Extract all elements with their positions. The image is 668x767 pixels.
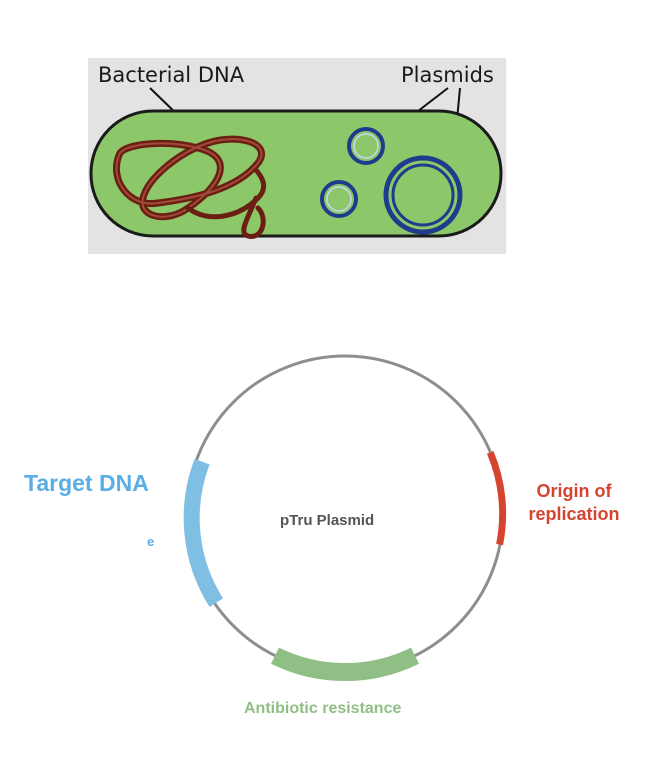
bacterium-illustration <box>89 87 503 239</box>
stray-mark: e <box>147 534 155 549</box>
antibiotic-segment <box>271 647 419 682</box>
plasmids <box>320 127 463 235</box>
origin-label-line2: replication <box>528 504 620 524</box>
plasmids-label: Plasmids <box>401 63 494 87</box>
origin-label: Origin of replication <box>528 480 620 526</box>
plasmid-large <box>383 155 463 235</box>
origin-label-line1: Origin of <box>536 481 612 501</box>
origin-segment <box>486 451 507 546</box>
plasmid-map <box>183 354 507 682</box>
target-dna-segment <box>183 458 224 607</box>
bacterial-dna-label: Bacterial DNA <box>98 63 245 87</box>
target-dna-label: Target DNA <box>24 470 149 496</box>
plasmid-small-bottom <box>320 180 358 218</box>
plasmid-small-top <box>347 127 385 165</box>
plasmid-name-label: pTru Plasmid <box>280 512 375 529</box>
bacterial-dna <box>112 135 267 239</box>
antibiotic-label: Antibiotic resistance <box>244 700 402 717</box>
